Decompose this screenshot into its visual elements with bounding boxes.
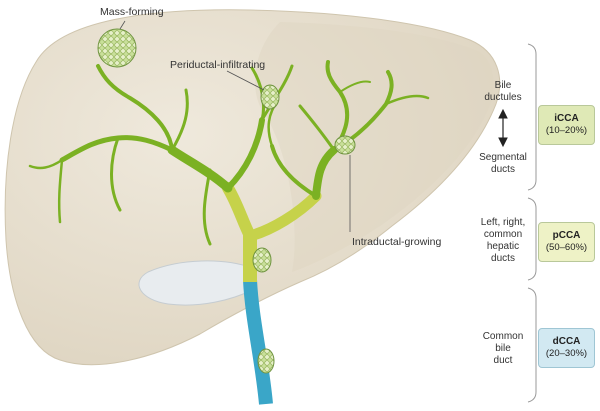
level-line: common	[483, 229, 523, 240]
badge-pcca: pCCA (50–60%)	[538, 222, 595, 262]
level-line: Left, right,	[480, 217, 526, 228]
badge-title: dCCA	[552, 336, 581, 347]
common-bile-duct	[243, 279, 273, 405]
level-line: hepatic	[486, 241, 520, 252]
bile-duct-tree	[28, 60, 430, 246]
badge-percent: (10–20%)	[545, 125, 588, 136]
distal-tumor	[257, 348, 275, 374]
badge-percent: (50–60%)	[545, 242, 588, 253]
leader-line-periductal	[226, 70, 265, 91]
level-hepatic-ducts: Left, right, common hepatic ducts	[465, 217, 541, 265]
badge-title: pCCA	[552, 230, 581, 241]
mass-forming-tumor	[97, 28, 137, 68]
badge-title: iCCA	[554, 113, 579, 124]
bracket-dcca	[527, 287, 537, 403]
liver-lobe-shade	[255, 22, 494, 272]
leader-line-mass	[119, 20, 126, 30]
level-line: Common	[482, 331, 524, 342]
level-line: bile	[495, 343, 511, 354]
level-line: ducts	[491, 164, 515, 175]
label-periductal-infiltrating: Periductal-infiltrating	[170, 59, 266, 71]
right-hepatic-duct	[244, 190, 322, 242]
badge-dcca: dCCA (20–30%)	[538, 328, 595, 368]
hilar-tumor	[252, 247, 272, 273]
bracket-icca	[527, 43, 537, 191]
bracket-pcca	[527, 197, 537, 281]
badge-icca: iCCA (10–20%)	[538, 105, 595, 145]
intraductal-tumor	[334, 135, 356, 155]
level-common-bile-duct: Common bile duct	[465, 331, 541, 367]
badge-percent: (20–30%)	[545, 348, 588, 359]
double-arrow-icon	[498, 108, 508, 148]
label-intraductal-growing: Intraductal-growing	[352, 236, 442, 248]
level-line: duct	[493, 355, 513, 366]
level-line: Bile	[494, 80, 512, 91]
level-segmental-ducts: Segmental ducts	[465, 152, 541, 176]
level-line: ducts	[491, 253, 515, 264]
periductal-tumor	[260, 84, 280, 110]
level-line: Segmental	[479, 152, 527, 163]
gallbladder	[138, 260, 253, 306]
label-mass-forming: Mass-forming	[100, 6, 164, 18]
level-bile-ductules: Bile ductules	[465, 80, 541, 104]
level-line: ductules	[484, 92, 522, 103]
